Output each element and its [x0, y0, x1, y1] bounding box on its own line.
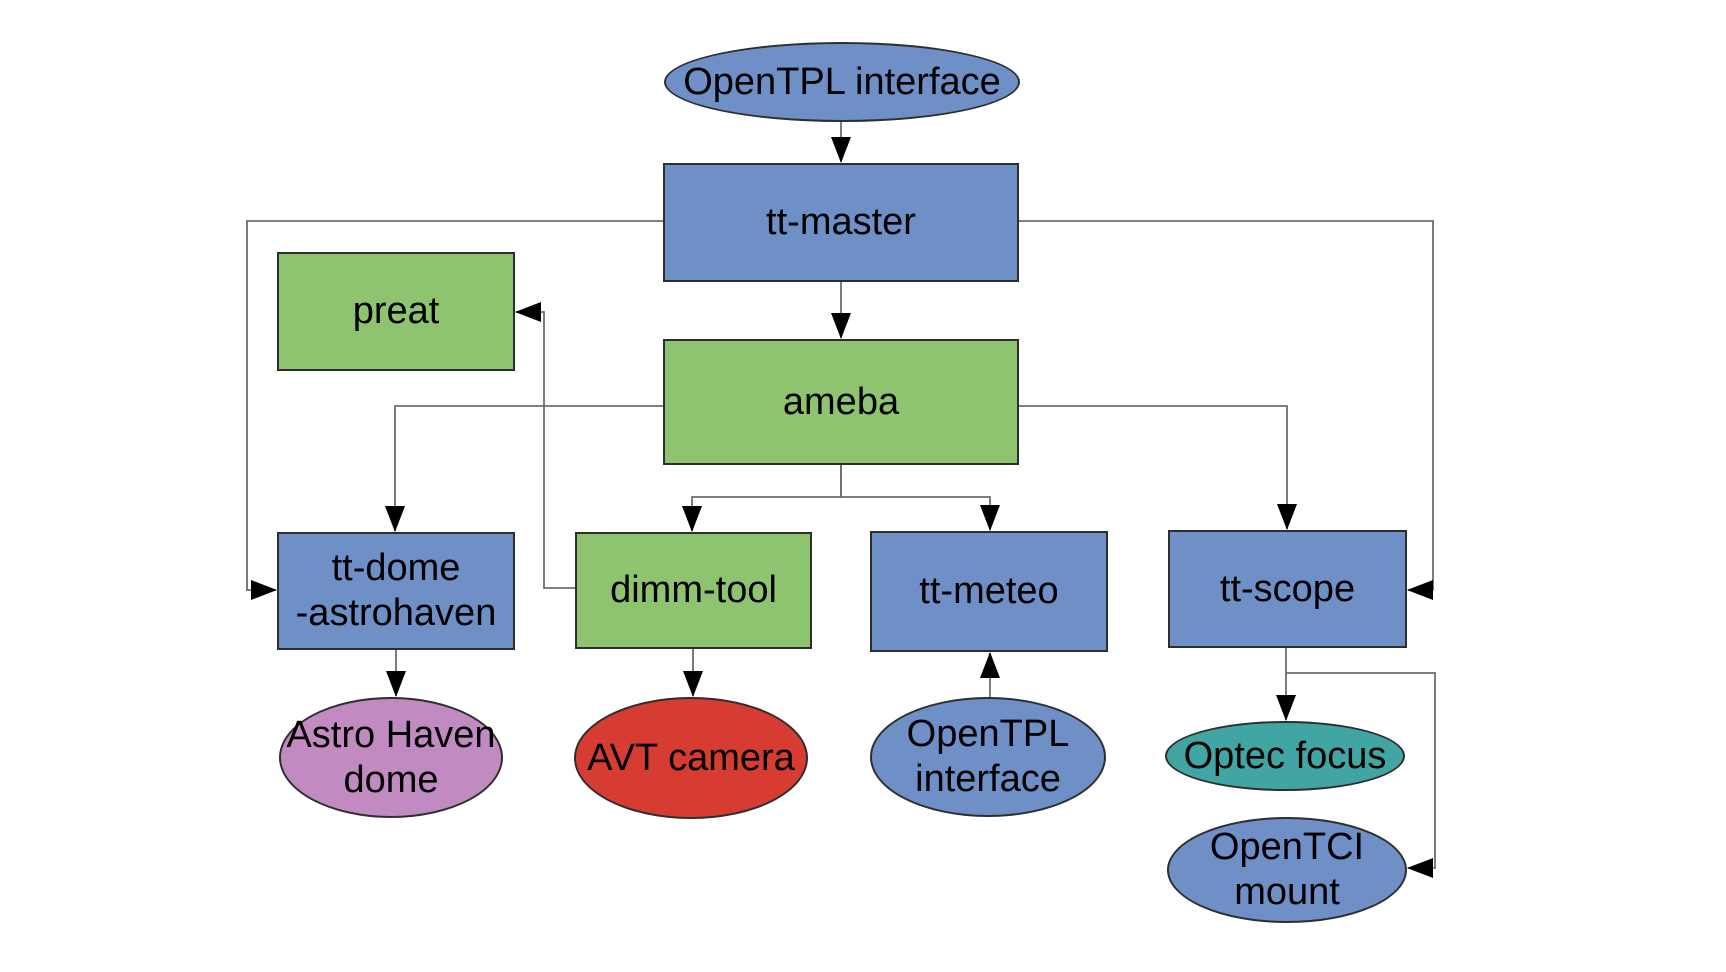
node-tt-master: tt-master [663, 163, 1019, 282]
node-label-line: OpenTCI [1209, 826, 1365, 868]
node-preat: preat [277, 252, 515, 371]
node-label-line: tt-scope [1219, 567, 1356, 610]
edge-ameba-to-tt-scope [1019, 405, 1297, 530]
node-avt-camera: AVT camera [574, 697, 808, 819]
node-label-line: -astrohaven [295, 592, 497, 634]
node-ameba: ameba [663, 339, 1019, 465]
node-label-line: ameba [782, 380, 900, 423]
node-label-line: dome [343, 758, 439, 801]
node-label-line: tt-dome [331, 547, 461, 589]
node-label-line: AVT camera [587, 736, 795, 779]
edge-ameba-to-tt-meteo [840, 465, 1000, 531]
edge-dimm-tool-to-preat [515, 302, 575, 589]
node-label-line: Optec focus [1183, 734, 1387, 777]
node-label-line: interface [915, 758, 1061, 800]
node-tt-dome-astrohaven: tt-dome-astrohaven [277, 532, 515, 650]
node-label-line: tt-meteo [919, 570, 1059, 612]
node-label-line: preat [352, 290, 440, 332]
node-label-line: Astro Haven [286, 713, 496, 756]
edge-ameba-to-dimm-tool [682, 465, 842, 532]
node-label-line: tt-master [766, 201, 916, 243]
node-label-line: dimm-tool [610, 569, 777, 611]
node-dimm-tool: dimm-tool [575, 532, 812, 649]
node-opentpl-interface-top: OpenTPL interface [664, 42, 1020, 122]
node-label-line: mount [1234, 871, 1340, 913]
node-tt-scope: tt-scope [1168, 530, 1407, 648]
node-tt-meteo: tt-meteo [870, 531, 1108, 652]
node-label-line: OpenTPL [906, 713, 1070, 755]
node-label-line: OpenTPL interface [683, 60, 1001, 103]
edge-ameba-to-tt-dome-astrohaven [385, 405, 663, 532]
node-optec-focus: Optec focus [1165, 721, 1405, 791]
